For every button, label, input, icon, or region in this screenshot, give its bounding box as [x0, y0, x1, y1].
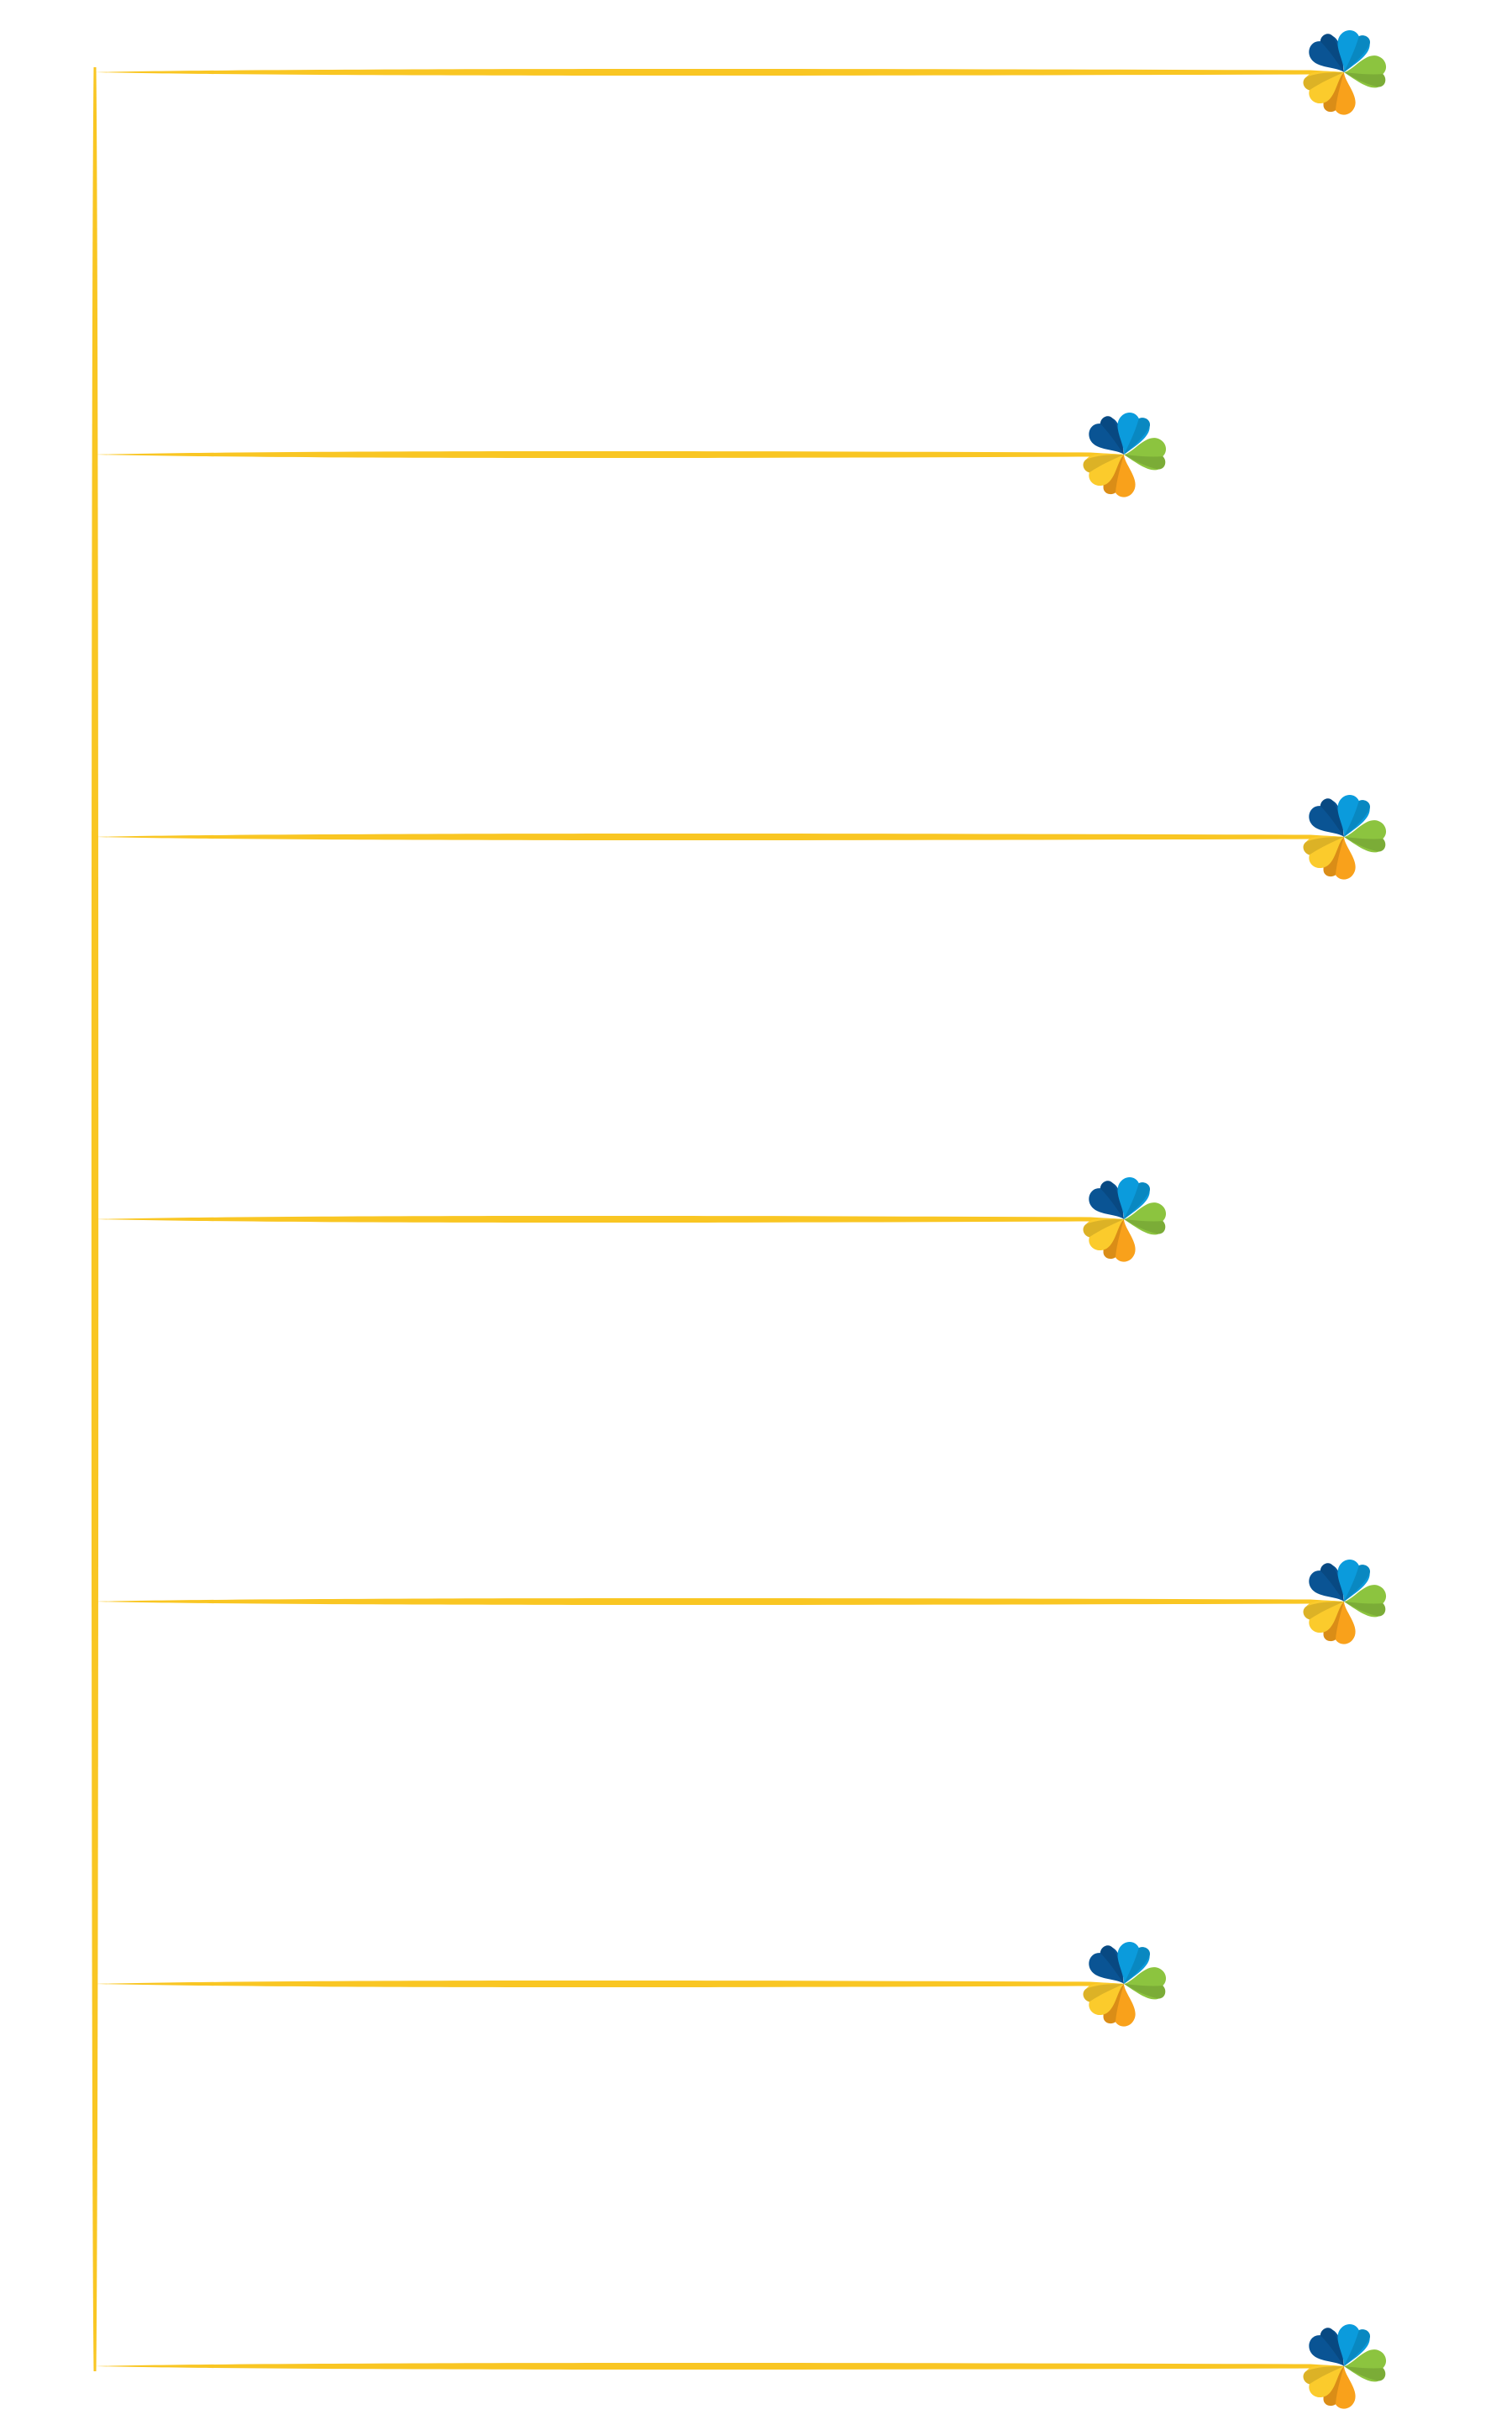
- pinwheel-flower-icon: [1303, 30, 1387, 115]
- timeline-branch-line: [95, 834, 1344, 840]
- timeline-branch-line: [95, 2363, 1344, 2370]
- pinwheel-flower-icon: [1303, 2324, 1387, 2409]
- pinwheel-flower-icon: [1083, 1942, 1167, 2027]
- pinwheel-flower-icon: [1083, 413, 1167, 497]
- pinwheel-flower-icon: [1303, 1560, 1387, 1644]
- pinwheel-flower-icon: [1303, 795, 1387, 880]
- timeline-branch-line: [95, 451, 1124, 458]
- pinwheel-flower-icon: [1083, 1177, 1167, 1262]
- timeline-branch-line: [95, 1598, 1344, 1605]
- timeline-branch-line: [95, 69, 1344, 76]
- timeline-branch-line: [95, 1981, 1124, 1987]
- timeline-branch-line: [95, 1216, 1124, 1223]
